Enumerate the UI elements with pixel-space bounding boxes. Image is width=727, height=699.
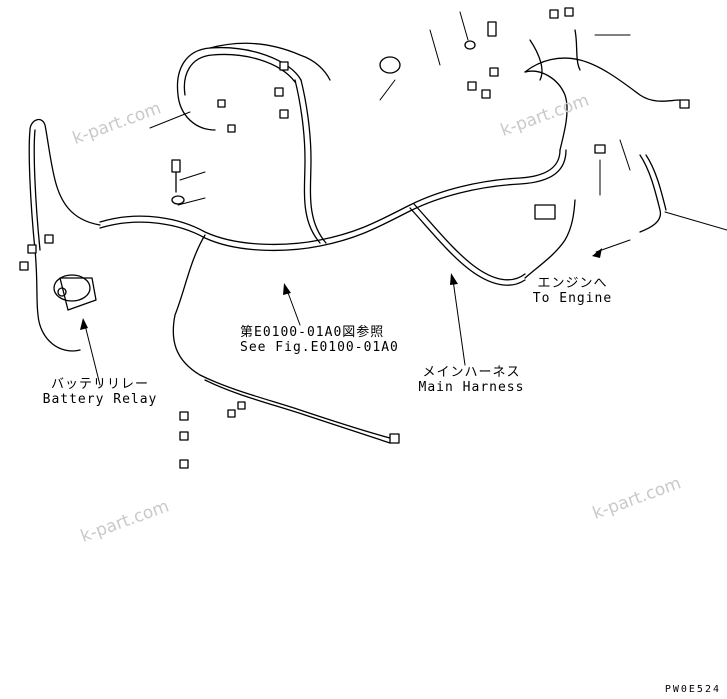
- main-harness-label-en: Main Harness: [418, 380, 525, 395]
- battery-relay-label: バッテリリレー Battery Relay: [40, 377, 160, 407]
- bolts: [171, 21, 497, 205]
- see-figure-label-jp: 第E0100-01A0図参照: [240, 325, 385, 340]
- battery-relay-label-en: Battery Relay: [42, 392, 158, 407]
- leader-lines: [84, 11, 727, 386]
- left-loop-harness: [28, 118, 391, 444]
- to-engine-label-jp: エンジンへ: [537, 276, 608, 291]
- battery-relay-part: [53, 274, 97, 311]
- to-engine-label: エンジンへ To Engine: [530, 276, 615, 306]
- see-figure-label: 第E0100-01A0図参照 See Fig.E0100-01A0: [240, 325, 399, 355]
- connectors: [19, 7, 690, 469]
- engine-branch-harness: [524, 154, 667, 279]
- main-harness-trunk: [99, 79, 567, 286]
- battery-relay-label-jp: バッテリリレー: [50, 377, 149, 392]
- upper-harness-loops: [176, 29, 681, 151]
- main-harness-label-jp: メインハーネス: [422, 365, 521, 380]
- to-engine-label-en: To Engine: [532, 291, 613, 306]
- see-figure-label-en: See Fig.E0100-01A0: [240, 340, 399, 355]
- drawing-code: PW0E524: [664, 684, 721, 695]
- main-harness-label: メインハーネス Main Harness: [414, 365, 529, 395]
- arrowheads: [80, 248, 602, 330]
